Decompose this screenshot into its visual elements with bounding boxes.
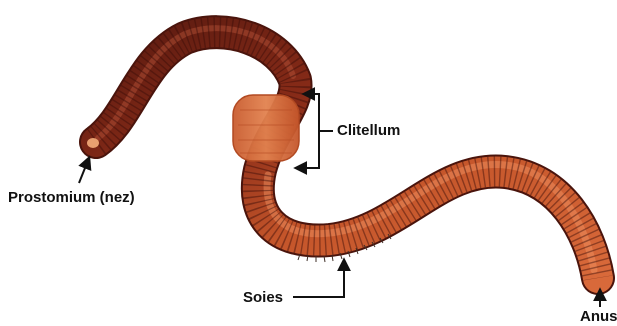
soies-arrow — [293, 263, 344, 297]
prostomium-tip — [87, 138, 99, 148]
label-clitellum: Clitellum — [337, 122, 400, 140]
label-prostomium: Prostomium (nez) — [8, 189, 135, 207]
label-anus: Anus — [580, 308, 617, 326]
prostomium-arrow — [79, 158, 89, 183]
earthworm-body — [96, 28, 598, 278]
clitellum-band — [233, 95, 299, 161]
label-soies: Soies — [243, 289, 283, 307]
